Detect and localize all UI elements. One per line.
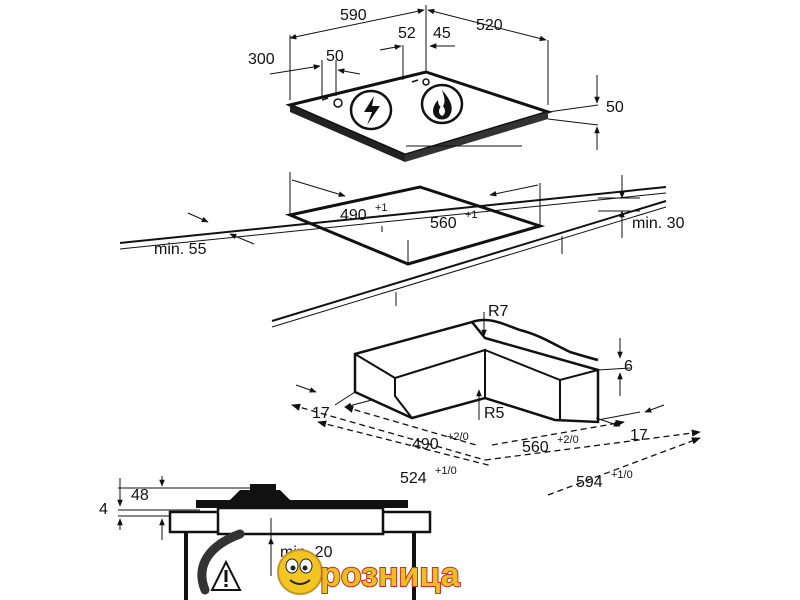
cutout-dim-490-tolerance: +1 [375,202,388,214]
dim-52: 52 [398,25,416,42]
dim-50-top: 50 [326,48,344,65]
section-dim-48: 48 [131,487,149,504]
frame-dim-6: 6 [624,358,633,375]
section-dim-4: 4 [99,501,108,518]
frame-dim-560-tolerance: +2/0 [557,434,579,446]
warning-triangle-icon [210,559,242,591]
frame-dim-524: 524 [400,470,427,487]
frame-dim-594: 594 [576,474,603,491]
dim-520: 520 [476,17,503,34]
worktop-cutout-view: 490 +1 560 +1 min. 55 min. 30 [119,172,685,328]
frame-dim-490: 490 [412,436,439,453]
frame-dim-560: 560 [522,439,549,456]
gas-flame-icon [420,83,464,125]
cutout-dim-560-tolerance: +1 [465,209,478,221]
radius-r7-label: R7 [488,303,509,320]
hob-top-view: 590 52 45 520 300 50 50 [248,5,624,162]
frame-profile-view: R7 R5 6 17 17 490 +2/0 560 +2/0 524 +1/0… [291,303,701,496]
cutout-dim-490: 490 [340,207,367,224]
dim-300: 300 [248,51,275,68]
roznitsa-watermark-logo: розница [277,549,462,595]
frame-dim-17-left: 17 [312,405,330,422]
frame-dim-594-tolerance: +1/0 [611,469,633,481]
min-30-label: min. 30 [632,215,685,232]
section-view: 4 48 min. 20 [99,476,432,600]
cutout-dim-560: 560 [430,215,457,232]
dim-45: 45 [433,25,451,42]
dim-50-side: 50 [606,99,624,116]
watermark-text: розница [320,556,461,594]
frame-dim-17-right: 17 [630,427,648,444]
frame-dim-490-tolerance: +2/0 [447,431,469,443]
radius-r5-label: R5 [484,405,505,422]
frame-dim-524-tolerance: +1/0 [435,465,457,477]
dim-590: 590 [340,7,367,24]
min-55-label: min. 55 [154,241,207,258]
electric-lightning-icon [349,89,393,131]
